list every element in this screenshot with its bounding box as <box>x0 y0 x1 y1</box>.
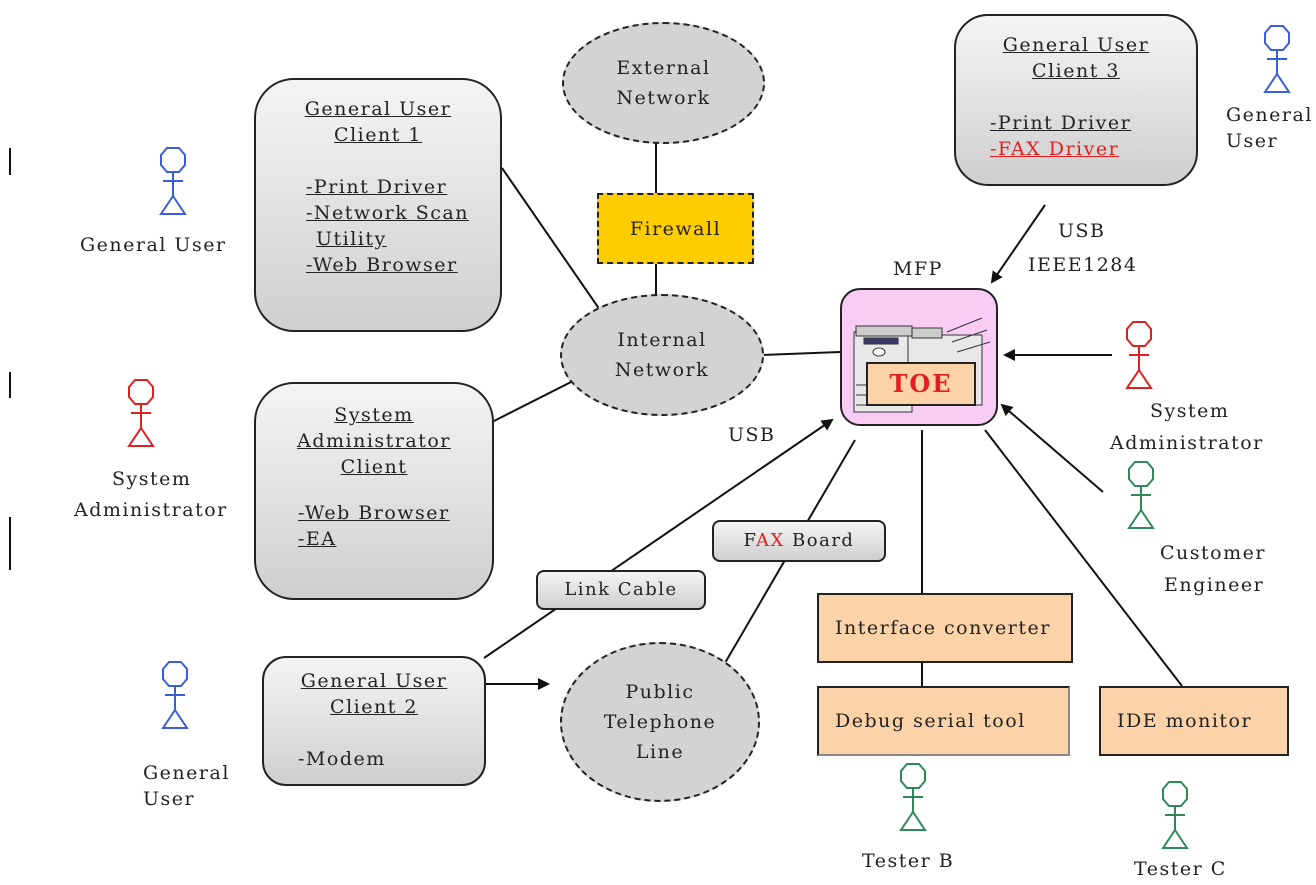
line-mfp-ide <box>984 429 1183 687</box>
usb-label: USB <box>728 424 776 446</box>
sys-admin-right-label-1: System <box>1150 400 1230 422</box>
client1-item-print-driver: -Print Driver <box>306 176 448 198</box>
toe-label: TOE <box>866 362 976 406</box>
link-cable-label: Link Cable <box>564 579 678 600</box>
fax-board-prefix: F <box>743 530 756 551</box>
external-network-line1: External <box>616 57 711 79</box>
sys-admin-left-label-1: System <box>112 468 192 490</box>
mfp-box: TOE <box>840 288 998 426</box>
telephone-line3: Line <box>635 741 685 763</box>
telephone-line2: Telephone <box>603 711 717 733</box>
line-internal-mfp <box>761 351 841 356</box>
general-user-right-label-1: General <box>1226 104 1313 126</box>
client1-title-line2: Client 1 <box>334 124 422 146</box>
fax-board-highlight: AX <box>755 530 785 551</box>
general-user-left-label: General User <box>80 234 227 256</box>
ide-monitor-label: IDE monitor <box>1117 710 1253 732</box>
actor-tester-b <box>899 763 927 831</box>
client3-title-line1: General User <box>1002 34 1150 56</box>
link-cable-box: Link Cable <box>536 570 706 610</box>
admin-client-box: System Administrator Client -Web Browser… <box>254 382 494 600</box>
general-user-bottom-label-1: General <box>143 762 230 784</box>
admin-client-title-line3: Client <box>340 456 408 478</box>
sys-admin-right-label-2: Administrator <box>1110 432 1264 454</box>
client3-box: General User Client 3 -Print Driver -FAX… <box>954 14 1198 186</box>
debug-serial-tool-label: Debug serial tool <box>835 710 1026 732</box>
usb-ieee-label-line1: USB <box>1058 220 1106 242</box>
client1-title-line1: General User <box>304 98 452 120</box>
usb-ieee-label-line2: IEEE1284 <box>1028 254 1138 276</box>
actor-tester-c <box>1161 781 1189 849</box>
admin-client-title-line2: Administrator <box>297 430 451 452</box>
tester-c-label: Tester C <box>1134 858 1227 880</box>
client2-title-line2: Client 2 <box>330 696 418 718</box>
actor-general-user-bottom <box>161 661 189 729</box>
internal-network-line1: Internal <box>617 329 707 351</box>
client1-box: General User Client 1 -Print Driver -Net… <box>254 78 502 332</box>
interface-converter-box: Interface converter <box>817 593 1073 663</box>
actor-general-user-right <box>1263 25 1291 93</box>
tester-b-label: Tester B <box>862 850 955 872</box>
line-client3-mfp <box>990 204 1046 284</box>
admin-client-item-ea: -EA <box>298 528 337 550</box>
fax-board-suffix: Board <box>784 530 855 551</box>
fax-board-box: FAX Board <box>712 520 886 562</box>
client3-title-line2: Client 3 <box>1032 60 1120 82</box>
firewall-box: Firewall <box>597 193 754 264</box>
ide-monitor-box: IDE monitor <box>1099 686 1289 756</box>
toe-text: TOE <box>889 369 953 398</box>
client2-item-modem: -Modem <box>298 748 386 770</box>
actor-customer-engineer <box>1127 461 1155 529</box>
line-client2-mfp-usb <box>483 418 834 659</box>
actor-sys-admin-right <box>1125 321 1153 389</box>
sys-admin-left-label-2: Administrator <box>74 499 228 521</box>
interface-converter-label: Interface converter <box>835 617 1051 639</box>
mfp-label: MFP <box>893 258 943 280</box>
line-client1-internal <box>501 167 601 311</box>
firewall-label: Firewall <box>629 217 722 240</box>
debug-serial-tool-box: Debug serial tool <box>817 686 1070 756</box>
client3-item-fax-driver: -FAX Driver <box>990 138 1120 160</box>
customer-engineer-label-1: Customer <box>1160 542 1266 564</box>
customer-engineer-label-2: Engineer <box>1164 574 1265 596</box>
client1-item-web-browser: -Web Browser <box>306 254 458 276</box>
actor-sys-admin-left <box>127 379 155 447</box>
general-user-bottom-label-2: User <box>143 788 196 810</box>
external-network-line2: Network <box>616 87 711 109</box>
admin-client-item-web-browser: -Web Browser <box>298 502 450 524</box>
client2-box: General User Client 2 -Modem <box>262 656 486 786</box>
actor-general-user-left <box>159 147 187 215</box>
admin-client-title-line1: System <box>334 404 414 426</box>
client2-title-line1: General User <box>300 670 448 692</box>
client1-item-utility: Utility <box>316 228 387 250</box>
internal-network-line2: Network <box>614 359 710 381</box>
general-user-right-label-2: User <box>1226 130 1279 152</box>
telephone-line1: Public <box>625 681 695 703</box>
client1-item-network-scan: -Network Scan <box>306 202 469 224</box>
line-ce-mfp <box>1000 403 1104 493</box>
line-admin-internal <box>493 379 576 422</box>
client3-item-print-driver: -Print Driver <box>990 112 1132 134</box>
